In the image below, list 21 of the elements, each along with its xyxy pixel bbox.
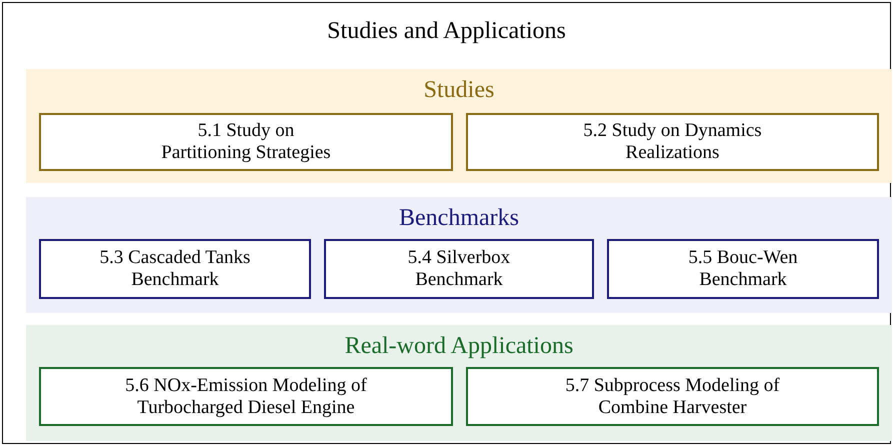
section-label: 5.4 Silverbox Benchmark xyxy=(406,247,512,291)
section-box xyxy=(324,239,594,299)
section-band xyxy=(26,325,892,441)
section-label: 5.5 Bouc-Wen Benchmark xyxy=(687,247,799,291)
section-band xyxy=(26,69,892,183)
band-title: Benchmarks xyxy=(398,204,520,232)
section-label: 5.2 Study on Dynamics Realizations xyxy=(582,120,763,164)
frame-title: Studies and Applications xyxy=(326,17,567,45)
section-box xyxy=(39,367,453,426)
section-label: 5.7 Subprocess Modeling of Combine Harvester xyxy=(564,374,781,418)
band-title: Real-word Applications xyxy=(344,332,574,360)
band-title: Studies xyxy=(422,76,496,104)
section-label: 5.3 Cascaded Tanks Benchmark xyxy=(98,247,252,291)
section-label: 5.6 NOx-Emission Modeling of Turbocharged Diesel Engine xyxy=(124,374,368,418)
section-box xyxy=(39,113,453,171)
section-box xyxy=(466,113,879,171)
section-box xyxy=(607,239,879,299)
section-box xyxy=(466,367,879,426)
section-label: 5.1 Study on Partitioning Strategies xyxy=(160,120,332,164)
section-box xyxy=(39,239,311,299)
section-band xyxy=(26,197,892,313)
